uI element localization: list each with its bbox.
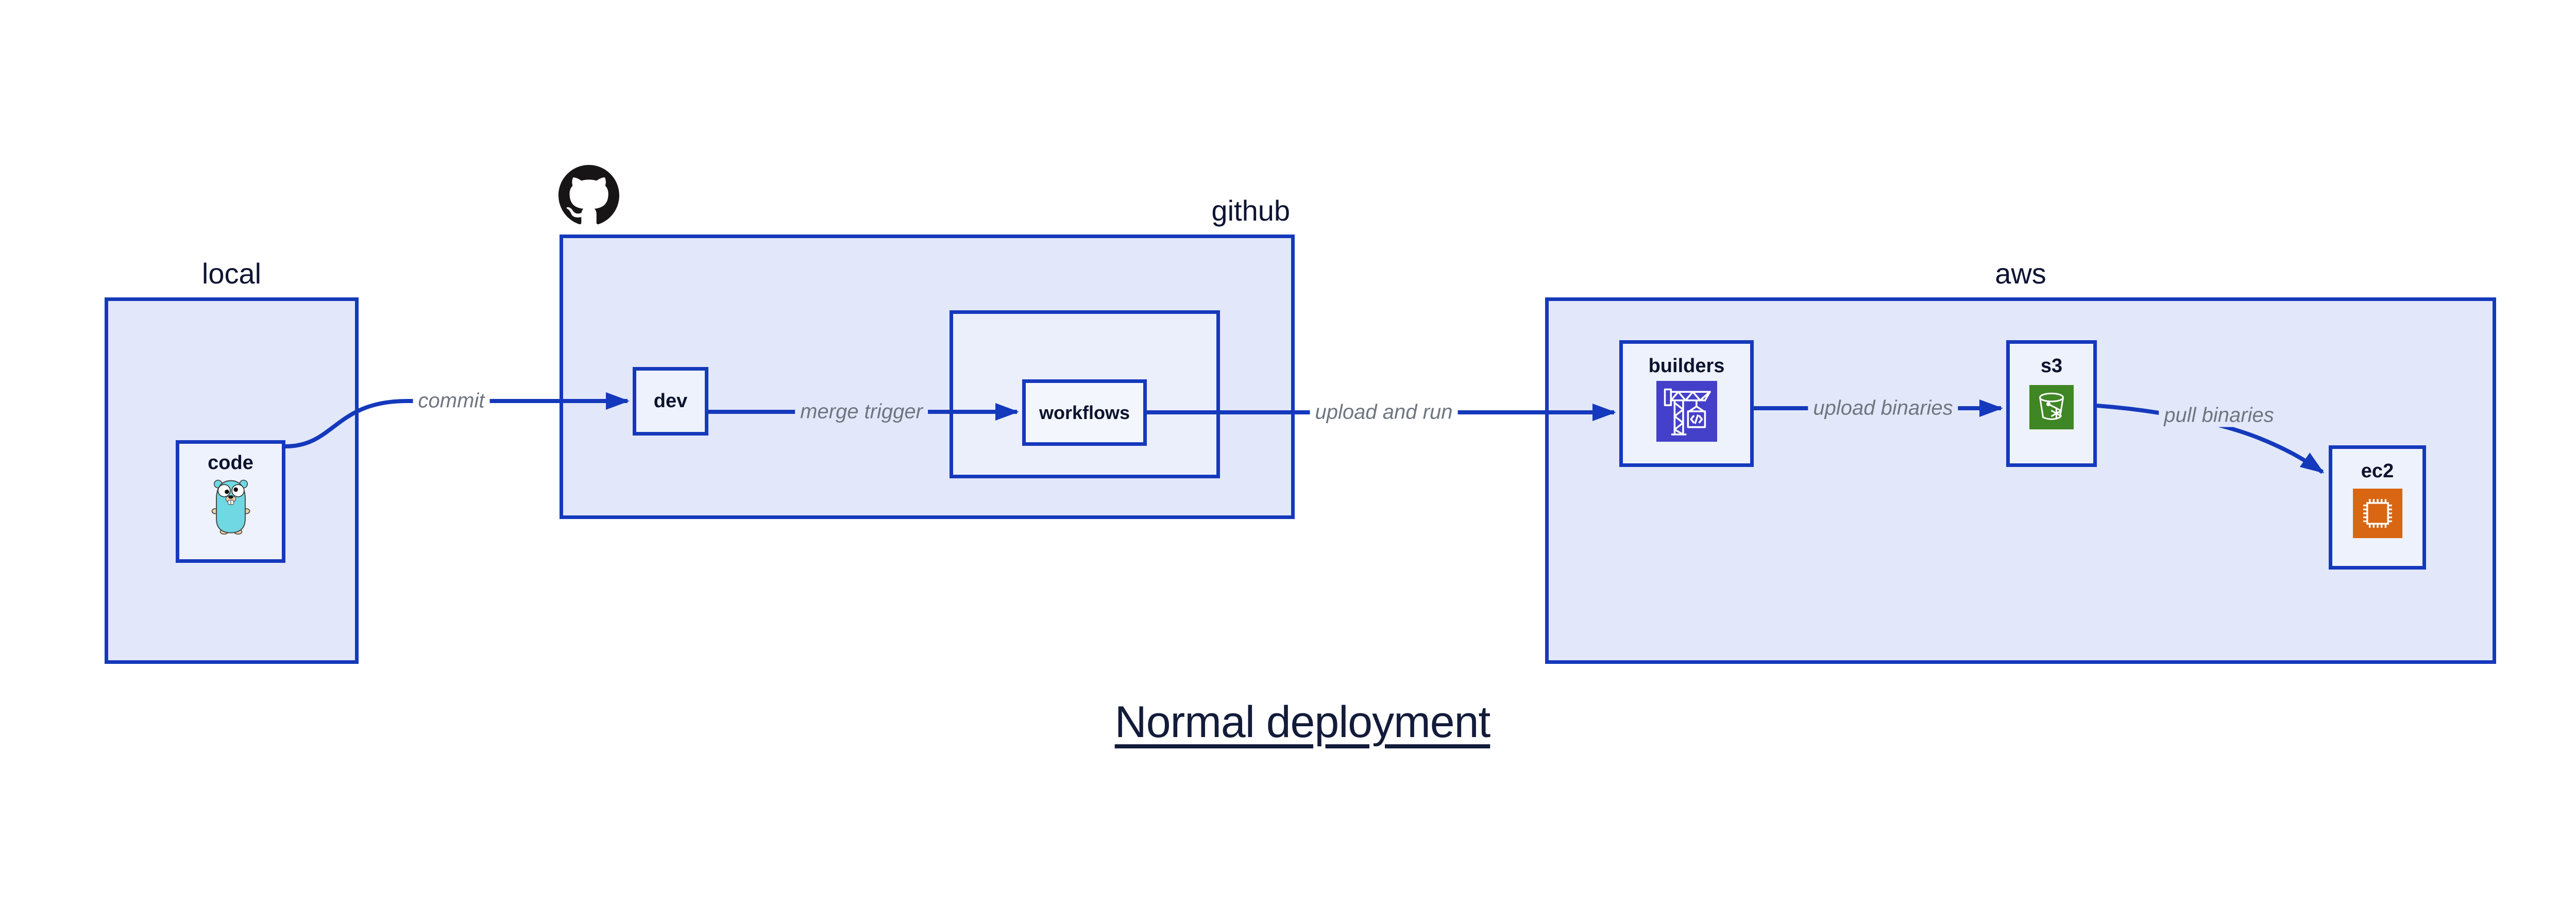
cluster-local-label: local bbox=[201, 257, 262, 290]
edge-label-commit: commit bbox=[413, 389, 490, 413]
diagram-title: Normal deployment bbox=[1114, 697, 1491, 747]
edge-commit bbox=[285, 392, 630, 448]
node-workflows-label: workflows bbox=[1039, 402, 1130, 423]
node-dev: dev bbox=[633, 367, 708, 436]
node-s3: s3 bbox=[2006, 340, 2097, 467]
go-gopher-icon bbox=[211, 479, 250, 534]
node-ec2-label: ec2 bbox=[2361, 460, 2394, 482]
node-workflows: workflows bbox=[1022, 379, 1147, 446]
cluster-github-label: github bbox=[1211, 194, 1290, 227]
edge-label-upload-and-run: upload and run bbox=[1310, 400, 1458, 424]
node-code: code bbox=[176, 440, 285, 563]
github-octocat-icon bbox=[558, 165, 619, 225]
codebuild-crane-icon bbox=[1656, 381, 1717, 442]
node-dev-label: dev bbox=[653, 390, 688, 412]
node-builders: builders bbox=[1619, 340, 1754, 467]
ec2-chip-icon bbox=[2352, 489, 2402, 538]
node-ec2: ec2 bbox=[2329, 445, 2426, 570]
edge-label-upload-binaries: upload binaries bbox=[1808, 396, 1958, 420]
node-s3-label: s3 bbox=[2040, 355, 2063, 377]
s3-glacier-bucket-icon bbox=[2029, 385, 2074, 429]
node-builders-label: builders bbox=[1648, 355, 1725, 377]
edge-label-pull-binaries: pull binaries bbox=[2159, 404, 2279, 427]
node-code-label: code bbox=[208, 452, 253, 474]
cluster-aws-label: aws bbox=[1995, 257, 2046, 290]
edge-pull-binaries bbox=[2096, 404, 2325, 474]
edge-label-merge-trigger: merge trigger bbox=[795, 400, 928, 424]
